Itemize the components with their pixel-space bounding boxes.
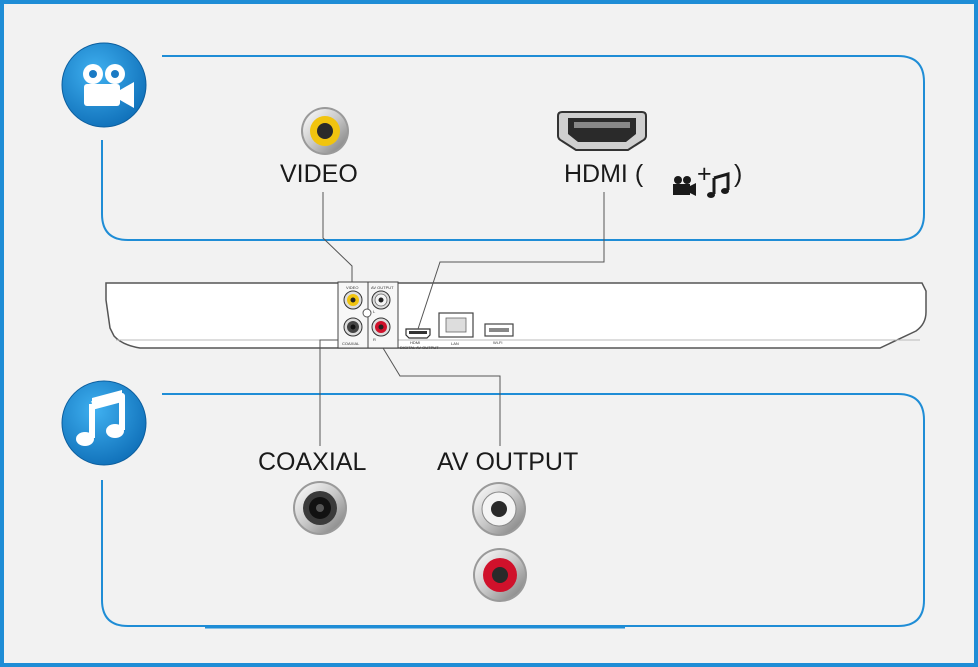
hdmi-audio-icon xyxy=(707,172,730,198)
video-section-panel xyxy=(101,55,925,241)
device-coaxial-label: COAXIAL xyxy=(342,341,360,346)
coaxial-jack xyxy=(293,481,347,535)
hdmi-port xyxy=(557,111,647,151)
device-usb-label: Wi-Fi xyxy=(493,340,503,345)
av-output-right-jack xyxy=(473,548,527,602)
movie-camera-icon xyxy=(61,42,147,128)
hdmi-close-paren: ) xyxy=(734,160,743,188)
hdmi-plus-sign: + xyxy=(697,160,712,188)
av-output-label: AV OUTPUT xyxy=(437,448,579,476)
video-label: VIDEO xyxy=(280,160,358,188)
av-output-left-jack xyxy=(472,482,526,536)
hdmi-video-icon xyxy=(673,176,696,196)
leader-lines xyxy=(319,192,605,446)
device-left-label: L xyxy=(373,309,376,314)
device-hdmi-label: HDMI xyxy=(410,340,421,345)
device-hdmi-sub-label: DIGITAL AV OUTPUT xyxy=(400,345,439,350)
device-av-output-label: AV OUTPUT xyxy=(371,285,394,290)
device-lan-label: LAN xyxy=(451,341,459,346)
audio-section-panel xyxy=(101,393,925,627)
coaxial-label: COAXIAL xyxy=(258,448,367,476)
hdmi-label: HDMI ( xyxy=(564,160,644,188)
device-right-label: R xyxy=(373,337,376,342)
video-jack xyxy=(301,107,349,155)
device-video-label: VIDEO xyxy=(346,285,359,290)
device-rear-panel xyxy=(105,281,927,349)
music-note-icon xyxy=(61,380,147,466)
